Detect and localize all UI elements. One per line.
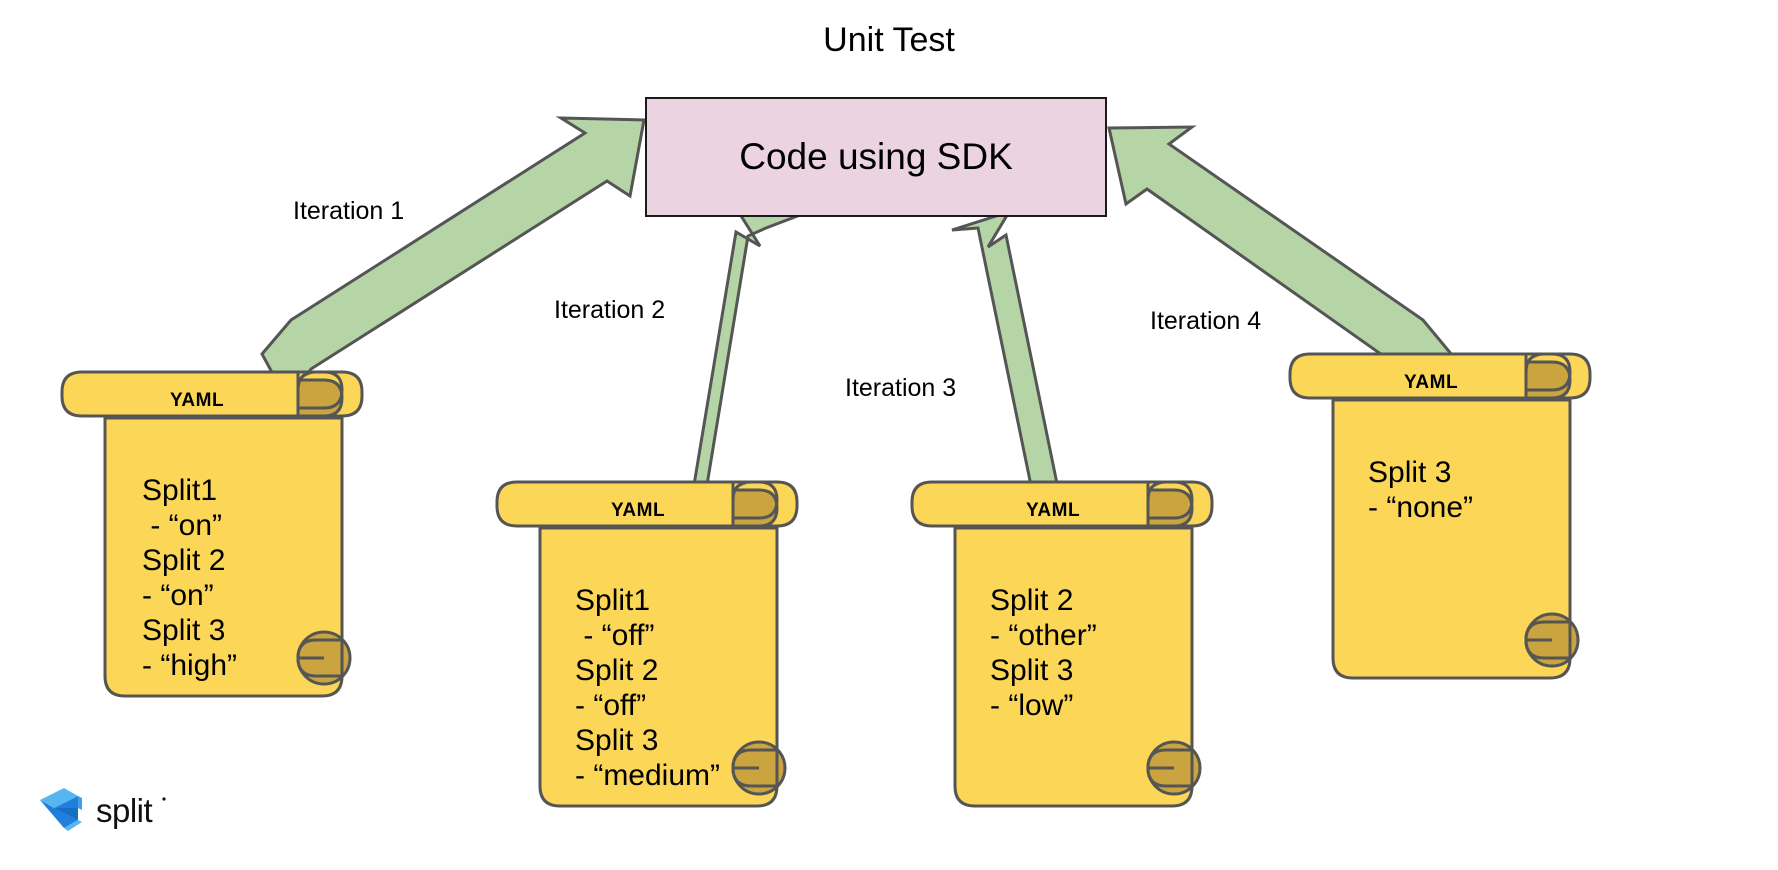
yaml-document-3-title: YAML [1026, 500, 1081, 521]
code-using-sdk-node[interactable]: Code using SDK [645, 97, 1107, 217]
arrow-label-iteration-1: Iteration 1 [293, 197, 405, 225]
yaml-scroll-shape-4 [1288, 352, 1592, 680]
arrow-iteration-3 [951, 209, 1076, 511]
arrow-iteration-2 [650, 209, 809, 514]
arrow-label-iteration-2: Iteration 2 [554, 296, 666, 324]
yaml-scroll-shape-3 [910, 480, 1214, 808]
yaml-scroll-shape-1 [60, 370, 364, 698]
yaml-document-4-title: YAML [1404, 372, 1459, 393]
arrow-label-iteration-3: Iteration 3 [845, 374, 957, 402]
yaml-document-2-body: Split1 - “off” Split 2 - “off” Split 3 -… [575, 584, 721, 792]
yaml-document-1[interactable]: YAML Split1 - “on” Split 2 - “on” Split … [60, 370, 390, 700]
split-logo-icon: split [40, 788, 166, 831]
arrow-iteration-1 [260, 116, 646, 403]
svg-text:split: split [96, 792, 153, 829]
arrow-label-iteration-4: Iteration 4 [1150, 307, 1262, 335]
yaml-document-2-title: YAML [611, 500, 666, 521]
yaml-document-3-body: Split 2 - “other” Split 3 - “low” [990, 584, 1097, 722]
yaml-document-2[interactable]: YAML Split1 - “off” Split 2 - “off” Spli… [495, 480, 825, 810]
code-using-sdk-label: Code using SDK [739, 136, 1013, 177]
yaml-document-4[interactable]: YAML Split 3 - “none” [1288, 352, 1618, 682]
yaml-document-1-body: Split1 - “on” Split 2 - “on” Split 3 - “… [142, 474, 238, 682]
yaml-document-4-body: Split 3 - “none” [1368, 456, 1474, 524]
split-logo: split [38, 784, 168, 836]
page-title: Unit Test [823, 21, 955, 59]
yaml-scroll-shape-2 [495, 480, 799, 808]
yaml-document-1-title: YAML [170, 390, 225, 411]
yaml-document-3[interactable]: YAML Split 2 - “other” Split 3 - “low” [910, 480, 1240, 810]
